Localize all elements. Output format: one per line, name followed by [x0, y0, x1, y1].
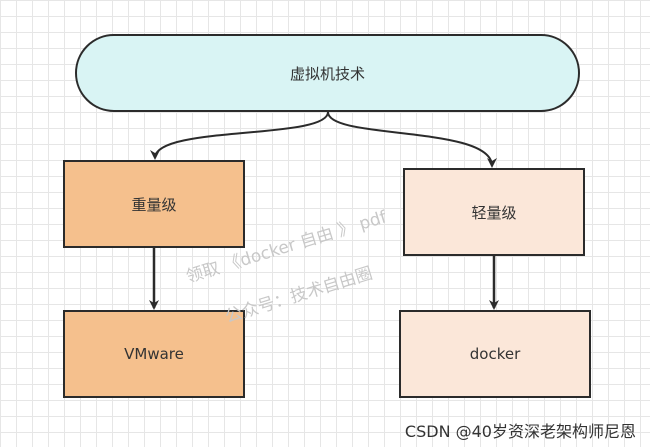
edge-root-to-heavy	[150, 111, 329, 160]
node-heavyweight: 重量级	[63, 160, 245, 248]
node-virtualization-tech: 虚拟机技术	[75, 34, 580, 112]
node-docker-label: docker	[469, 345, 521, 363]
csdn-credit: CSDN @40岁资深老架构师尼恩	[404, 422, 636, 441]
node-heavyweight-label: 重量级	[131, 195, 177, 214]
node-virtualization-tech-label: 虚拟机技术	[289, 64, 365, 83]
node-lightweight-label: 轻量级	[471, 203, 517, 222]
node-lightweight: 轻量级	[403, 168, 585, 256]
edge-root-to-light	[327, 111, 497, 168]
node-vmware-label: VMware	[124, 345, 184, 363]
node-vmware: VMware	[63, 310, 245, 398]
node-docker: docker	[399, 310, 591, 398]
